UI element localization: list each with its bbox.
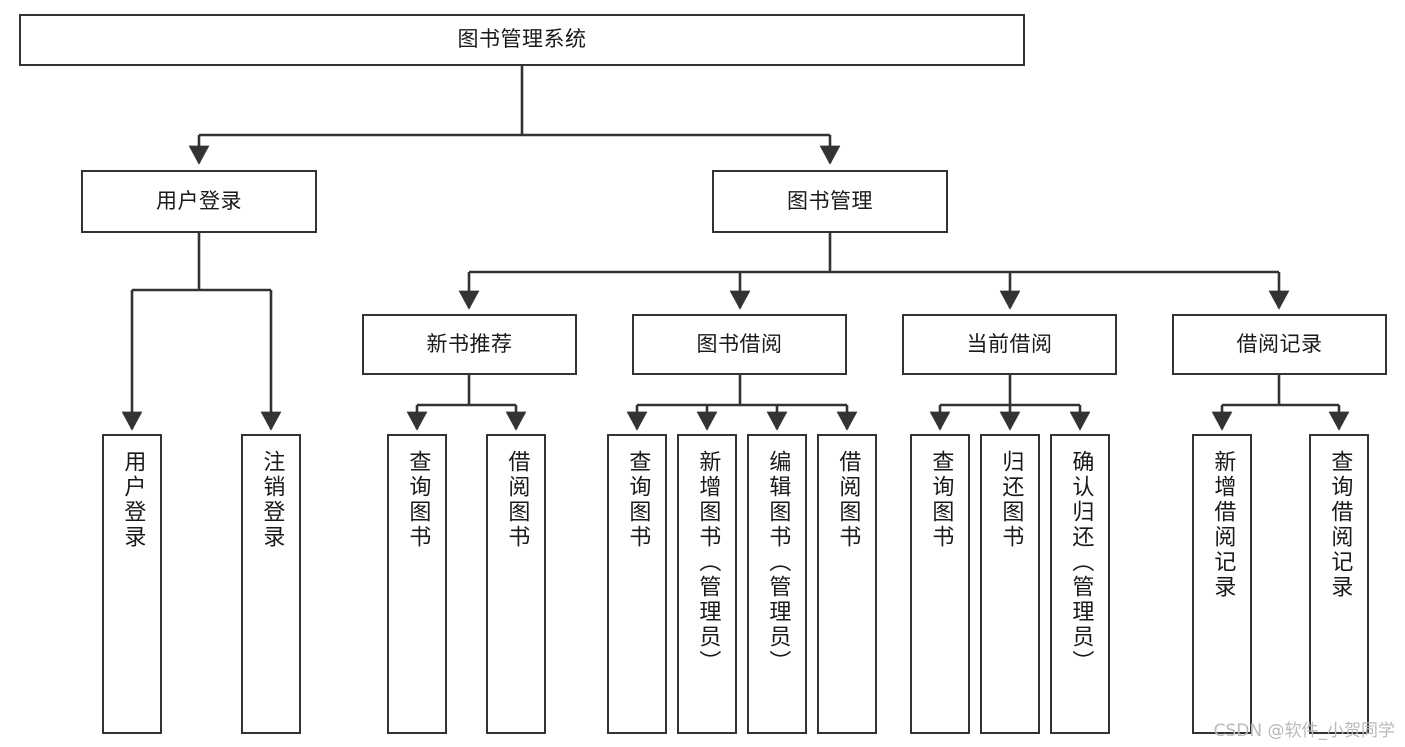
node-book-borrow-label: 图书借阅 xyxy=(696,331,783,356)
node-root-label: 图书管理系统 xyxy=(457,27,587,52)
node-leaf-label: 归还图书 xyxy=(998,450,1024,550)
node-leaf-user-login-login[interactable]: 用户登录 xyxy=(102,434,162,734)
node-leaf-label: 确认归还（管理员） xyxy=(1068,450,1094,675)
node-leaf-label: 编辑图书（管理员） xyxy=(765,450,791,675)
node-user-login[interactable]: 用户登录 xyxy=(81,170,317,233)
node-leaf-label: 借阅图书 xyxy=(835,450,861,550)
node-leaf-newbook-borrow-book[interactable]: 借阅图书 xyxy=(486,434,546,734)
node-new-book-recommend[interactable]: 新书推荐 xyxy=(362,314,577,375)
node-leaf-newbook-query-book[interactable]: 查询图书 xyxy=(387,434,447,734)
node-leaf-label: 新增借阅记录 xyxy=(1210,450,1236,600)
node-leaf-label: 新增图书（管理员） xyxy=(695,450,721,675)
node-leaf-records-query-record[interactable]: 查询借阅记录 xyxy=(1309,434,1369,734)
node-leaf-borrow-edit-book-admin[interactable]: 编辑图书（管理员） xyxy=(747,434,807,734)
node-borrow-records-label: 借阅记录 xyxy=(1236,331,1323,356)
node-leaf-label: 查询图书 xyxy=(928,450,954,550)
node-leaf-label: 查询图书 xyxy=(625,450,651,550)
node-leaf-label: 注销登录 xyxy=(259,450,285,550)
node-new-book-recommend-label: 新书推荐 xyxy=(426,331,513,356)
csdn-watermark: CSDN @软件_小贺同学 xyxy=(1213,721,1395,741)
node-book-management-label: 图书管理 xyxy=(787,188,873,213)
node-leaf-borrow-query-book[interactable]: 查询图书 xyxy=(607,434,667,734)
node-leaf-user-login-logout[interactable]: 注销登录 xyxy=(241,434,301,734)
node-user-login-label: 用户登录 xyxy=(156,188,242,213)
node-leaf-label: 查询借阅记录 xyxy=(1327,450,1353,600)
node-book-management[interactable]: 图书管理 xyxy=(712,170,948,233)
node-leaf-current-return-book[interactable]: 归还图书 xyxy=(980,434,1040,734)
node-leaf-current-query-book[interactable]: 查询图书 xyxy=(910,434,970,734)
node-leaf-borrow-borrow-book[interactable]: 借阅图书 xyxy=(817,434,877,734)
node-leaf-current-confirm-return-admin[interactable]: 确认归还（管理员） xyxy=(1050,434,1110,734)
node-borrow-records[interactable]: 借阅记录 xyxy=(1172,314,1387,375)
node-book-borrow[interactable]: 图书借阅 xyxy=(632,314,847,375)
node-leaf-label: 查询图书 xyxy=(405,450,431,550)
node-leaf-records-add-record[interactable]: 新增借阅记录 xyxy=(1192,434,1252,734)
node-root-book-management-system[interactable]: 图书管理系统 xyxy=(19,14,1025,66)
node-current-borrow-label: 当前借阅 xyxy=(966,331,1053,356)
node-current-borrow[interactable]: 当前借阅 xyxy=(902,314,1117,375)
node-leaf-label: 借阅图书 xyxy=(504,450,530,550)
node-leaf-label: 用户登录 xyxy=(120,450,146,550)
node-leaf-borrow-add-book-admin[interactable]: 新增图书（管理员） xyxy=(677,434,737,734)
